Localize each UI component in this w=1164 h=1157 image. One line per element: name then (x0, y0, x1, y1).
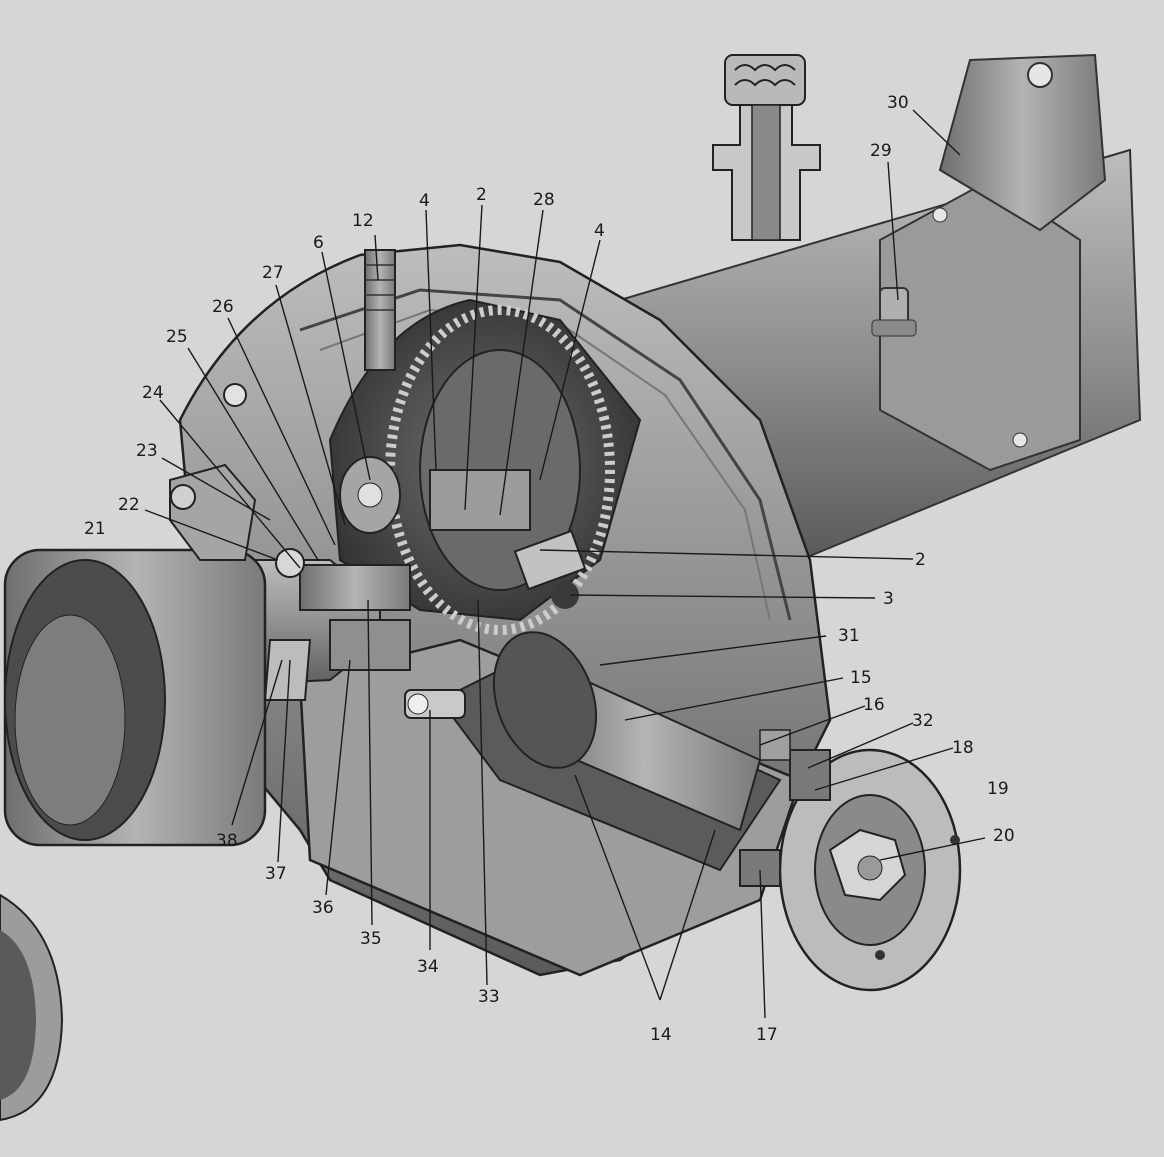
label-29: 29 (870, 141, 892, 161)
label-28: 28 (533, 190, 555, 210)
label-35: 35 (360, 929, 382, 949)
label-18: 18 (952, 738, 974, 758)
label-4-right: 4 (594, 221, 605, 241)
label-16: 16 (863, 695, 885, 715)
label-12: 12 (352, 211, 374, 231)
label-3: 3 (883, 589, 894, 609)
left-axle-tube (3, 463, 411, 847)
label-23: 23 (136, 441, 158, 461)
label-21: 21 (84, 519, 106, 539)
label-19: 19 (987, 779, 1009, 799)
callout-labels: 12 6 27 26 25 24 23 22 21 4 2 28 4 30 29… (84, 93, 1015, 1045)
label-34: 34 (417, 957, 439, 977)
label-2-right: 2 (915, 550, 926, 570)
label-14: 14 (650, 1025, 672, 1045)
label-30: 30 (887, 93, 909, 113)
label-31: 31 (838, 626, 860, 646)
label-22: 22 (118, 495, 140, 515)
label-24: 24 (142, 383, 164, 403)
label-37: 37 (265, 864, 287, 884)
label-2-top: 2 (476, 185, 487, 205)
label-36: 36 (312, 898, 334, 918)
label-20: 20 (993, 826, 1015, 846)
label-32: 32 (912, 711, 934, 731)
breather-inset (712, 54, 821, 241)
label-27: 27 (262, 263, 284, 283)
partial-flange (0, 893, 64, 1122)
label-15: 15 (850, 668, 872, 688)
pinion-housing (298, 631, 962, 992)
label-6: 6 (313, 233, 324, 253)
leader-lines (144, 109, 986, 1019)
label-33: 33 (478, 987, 500, 1007)
label-38: 38 (216, 831, 238, 851)
label-25: 25 (166, 327, 188, 347)
label-17: 17 (756, 1025, 778, 1045)
label-4-left: 4 (419, 191, 430, 211)
label-26: 26 (212, 297, 234, 317)
